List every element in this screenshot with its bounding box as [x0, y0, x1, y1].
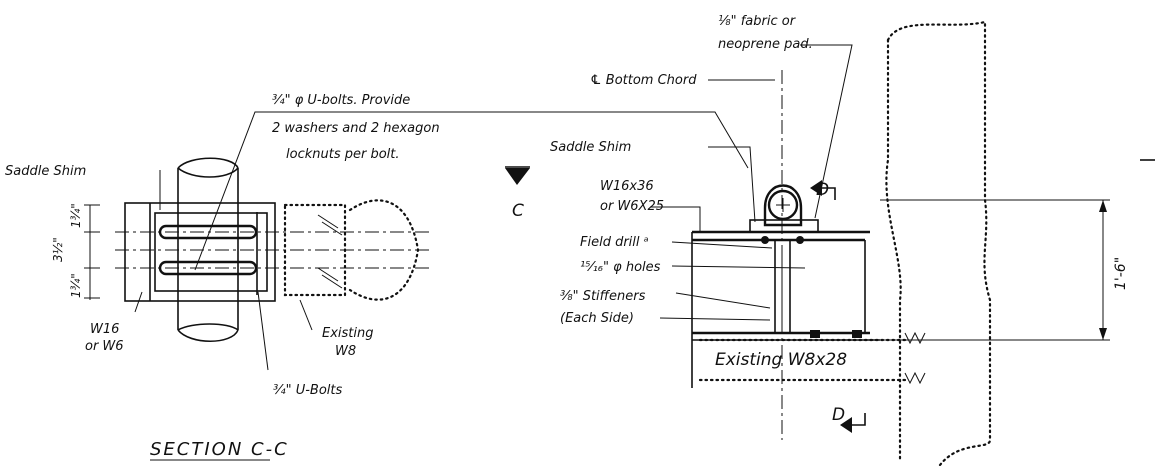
label-each-side: (Each Side) — [560, 311, 634, 326]
label-w8: W8 — [335, 344, 356, 359]
label-or-w6: or W6 — [85, 339, 124, 354]
section-mark-c: C — [512, 201, 524, 221]
chord-pipe-section — [767, 189, 799, 221]
label-existing: Existing — [322, 326, 374, 341]
pipe-top-break — [177, 157, 239, 169]
leader-saddle-shim-right — [708, 146, 756, 223]
label-w16x36: W16x36 — [600, 179, 654, 194]
section-d-bottom-arrow — [840, 417, 852, 433]
label-stiffeners: ⅜" Stiffeners — [560, 289, 646, 304]
leader-field-drill — [671, 241, 773, 249]
dim-text-3-1-2: 3½" — [51, 237, 65, 262]
existing-w8-dotted — [283, 203, 347, 297]
leader-ubolt-note — [194, 111, 749, 271]
label-field-drill: Field drill ᵃ — [580, 235, 649, 250]
existing-column-dotted — [886, 20, 992, 442]
elevation-view — [650, 20, 1110, 466]
section-mark-d-top: D — [816, 180, 829, 200]
pipe-bottom-break — [177, 329, 239, 342]
leader-stiffeners — [675, 292, 771, 309]
leader-existing-w8 — [299, 299, 313, 331]
leader-ubolts — [257, 291, 269, 371]
section-d-top-arrow — [810, 180, 822, 196]
section-title: SECTION C-C — [150, 439, 289, 460]
section-mark-d-bottom: D — [832, 405, 845, 425]
plan-view — [84, 111, 749, 371]
u-bolt-top — [158, 224, 258, 240]
label-ubolt-note-2: 2 washers and 2 hexagon — [272, 121, 440, 136]
dim-text-1-3-4-top: 1¾" — [69, 203, 83, 228]
saddle-shim-plate — [154, 212, 268, 292]
label-saddle-shim-right: Saddle Shim — [550, 140, 631, 155]
u-bolt-saddle — [763, 184, 803, 227]
dim-text-1-6: 1'-6" — [1113, 257, 1129, 290]
label-fabric-pad-1: ⅛" fabric or — [718, 14, 797, 29]
dim-text-1-3-4-bottom: 1¾" — [69, 273, 83, 298]
leader-w16 — [134, 291, 143, 313]
u-bolt-bottom — [158, 260, 258, 276]
label-fabric-pad-2: neoprene pad. — [718, 37, 813, 52]
section-c-arrow — [505, 168, 530, 185]
leader-fabric-pad — [800, 44, 853, 219]
label-holes: ¹⁵⁄₁₆" φ holes — [580, 260, 661, 275]
label-ubolt-note-1: ¾" φ U-bolts. Provide — [272, 93, 410, 108]
w16-flange-outline — [124, 202, 276, 302]
label-w16: W16 — [90, 322, 119, 337]
leader-holes — [671, 265, 806, 269]
label-u-bolts-small: ¾" U-Bolts — [273, 383, 342, 398]
leader-w16x36 — [650, 206, 701, 232]
existing-pipe-dotted — [348, 199, 420, 301]
label-bottom-chord: ℄ Bottom Chord — [590, 73, 697, 88]
label-w6x25: or W6X25 — [600, 199, 664, 214]
label-existing-w8x28: Existing W8x28 — [715, 350, 847, 370]
label-ubolt-note-3: locknuts per bolt. — [286, 147, 400, 162]
label-saddle-shim-left: Saddle Shim — [5, 164, 86, 179]
